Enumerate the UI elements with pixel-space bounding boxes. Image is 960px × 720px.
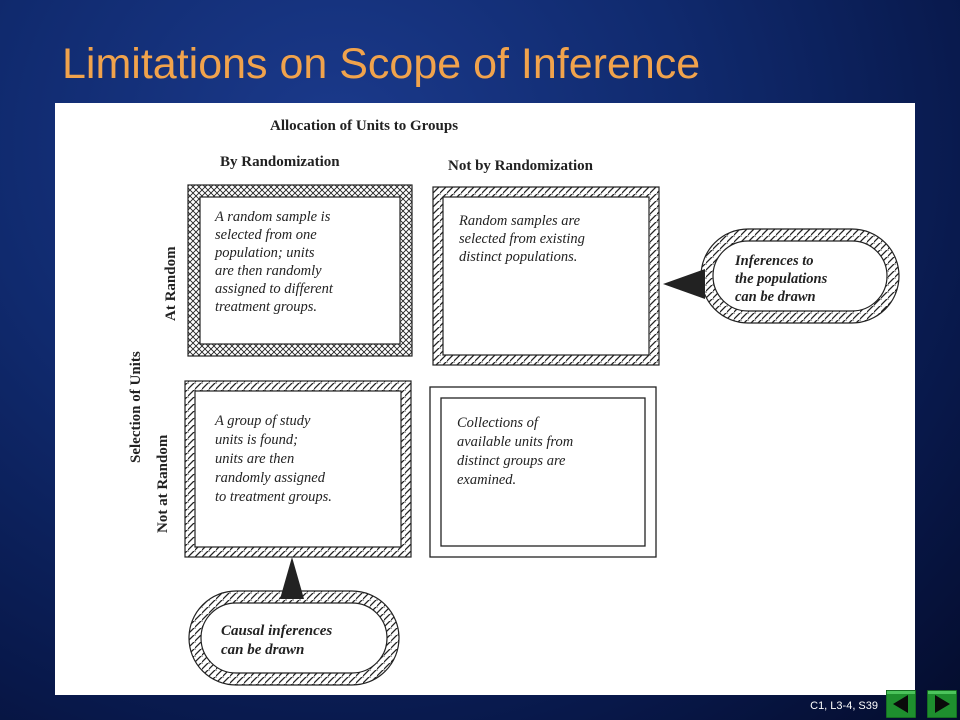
cell-text-line: A group of study — [214, 413, 311, 429]
allocation-heading: Allocation of Units to Groups — [270, 118, 458, 134]
selection-heading: Selection of Units — [128, 351, 144, 463]
cell-text-line: selected from existing — [459, 231, 585, 247]
cell-text-line: assigned to different — [215, 281, 334, 297]
col-header-not-by-randomization: Not by Randomization — [448, 158, 594, 174]
col-header-by-randomization: By Randomization — [220, 154, 340, 170]
svg-text:Inferences to the popu: Inferences to the populations can be dra… — [734, 253, 831, 305]
callout-text-line: can be drawn — [735, 289, 816, 305]
svg-text:A group of study units: A group of study units is found; units a… — [214, 413, 332, 505]
cell-random-sample-randomized: A random sample is selected from one pop… — [187, 184, 413, 357]
cell-text-line: distinct groups are — [457, 453, 566, 469]
cell-study-group-randomized: A group of study units is found; units a… — [184, 380, 412, 558]
cell-text-line: selected from one — [215, 227, 317, 243]
callout-causal-inference: Causal inferences can be drawn — [188, 557, 400, 686]
slide-number: C1, L3-4, S39 — [810, 700, 878, 712]
cell-random-samples-existing-populations: Random samples are selected from existin… — [432, 186, 660, 366]
svg-text:Causal inferences can: Causal inferences can be drawn — [221, 623, 336, 658]
cell-text-line: A random sample is — [214, 209, 331, 225]
svg-text:A random sample is sel: A random sample is selected from one pop… — [214, 209, 337, 315]
previous-slide-button[interactable] — [885, 689, 917, 719]
row-header-not-at-random: Not at Random — [155, 434, 171, 533]
slide-title: Limitations on Scope of Inference — [62, 40, 701, 88]
cell-text-line: available units from — [457, 434, 573, 450]
callout-text-line: can be drawn — [221, 642, 304, 658]
cell-text-line: treatment groups. — [215, 299, 317, 315]
cell-text-line: units are then — [215, 451, 294, 467]
cell-available-units-examined: Collections of available units from dist… — [429, 386, 657, 558]
scope-of-inference-figure: Allocation of Units to Groups By Randomi… — [55, 103, 915, 695]
callout-population-inference: Inferences to the populations can be dra… — [663, 228, 900, 324]
cell-text-line: Random samples are — [458, 213, 581, 229]
cell-text-line: population; units — [214, 245, 315, 261]
callout-text-line: Causal inferences — [221, 623, 332, 639]
arrow-left-icon — [885, 689, 917, 719]
cell-text-line: examined. — [457, 472, 516, 488]
cell-text-line: Collections of — [457, 415, 540, 431]
cell-text-line: units is found; — [215, 432, 298, 448]
cell-text-line: are then randomly — [215, 263, 322, 279]
next-slide-button[interactable] — [926, 689, 958, 719]
svg-text:Collections of availab: Collections of available units from dist… — [457, 415, 577, 488]
callout-text-line: Inferences to — [734, 253, 814, 269]
row-header-at-random: At Random — [163, 246, 179, 321]
cell-text-line: randomly assigned — [215, 470, 326, 486]
arrow-right-icon — [926, 689, 958, 719]
callout-text-line: the populations — [735, 271, 828, 287]
svg-text:Random samples are sel: Random samples are selected from existin… — [458, 213, 589, 265]
cell-text-line: distinct populations. — [459, 249, 577, 265]
cell-text-line: to treatment groups. — [215, 489, 332, 505]
